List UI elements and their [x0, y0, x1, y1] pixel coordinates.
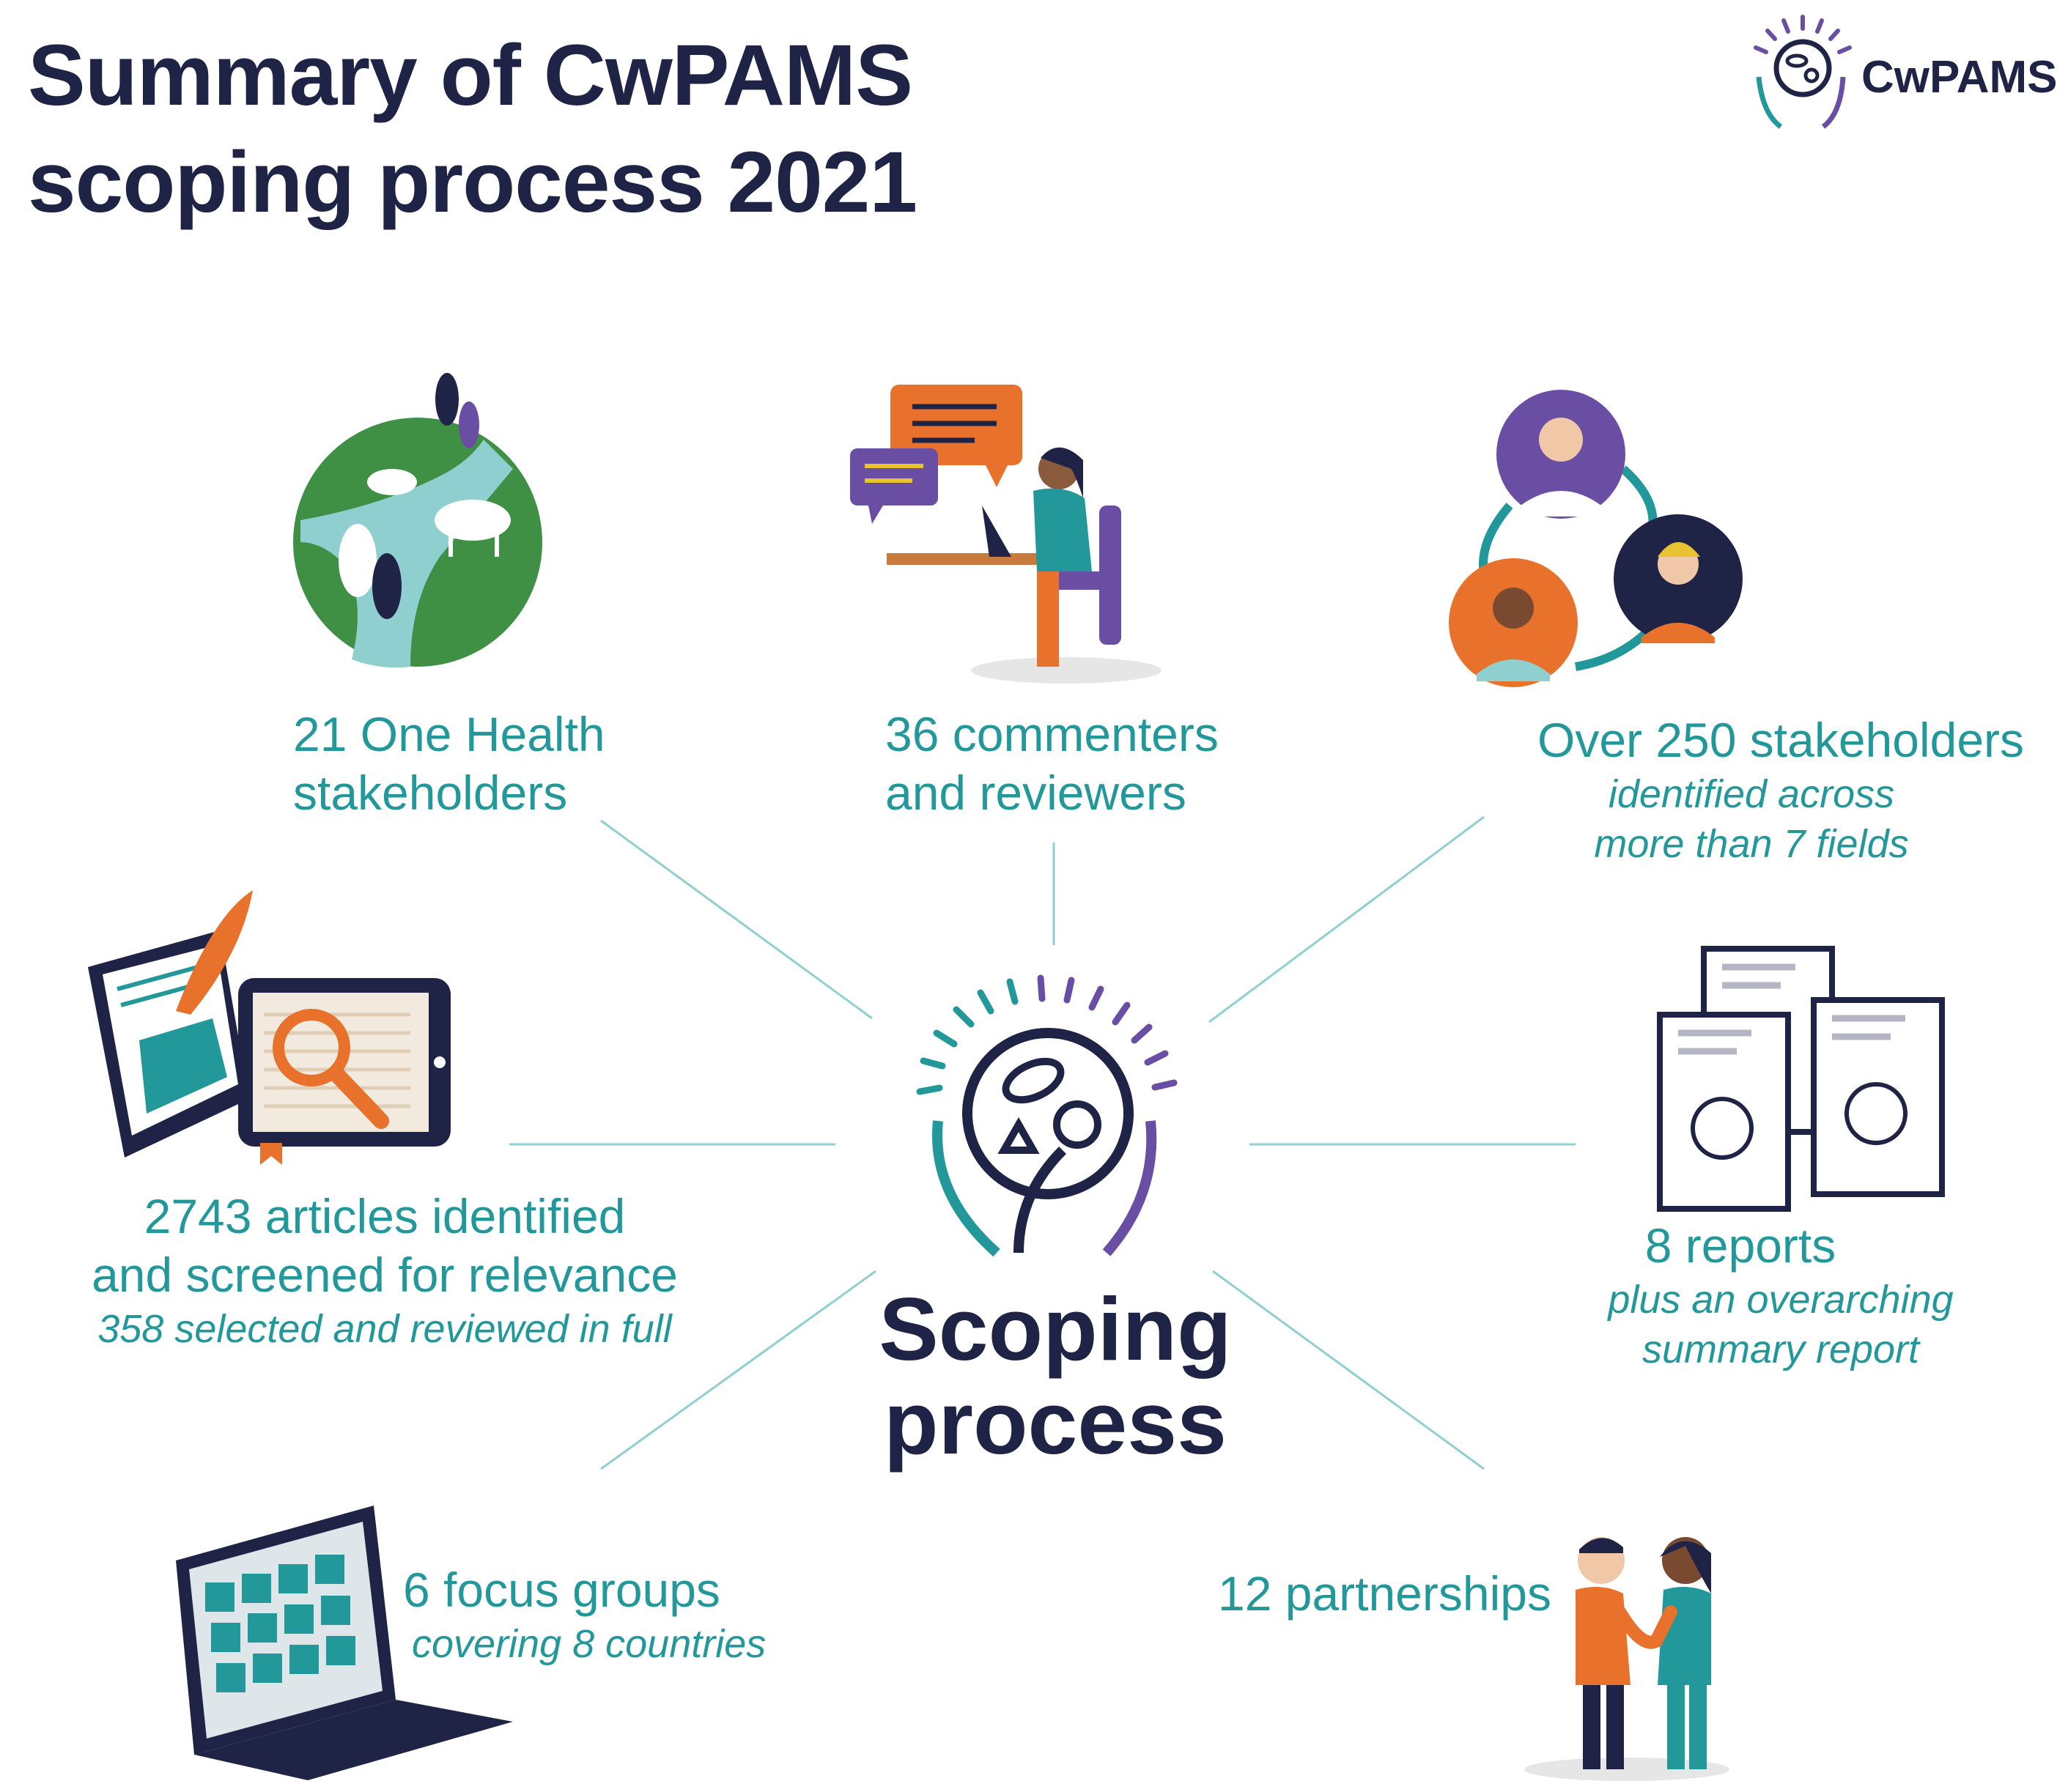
center-label-line-1: Scoping [879, 1279, 1232, 1379]
globe-icon [293, 373, 542, 668]
center-label: Scoping process [835, 1282, 1275, 1470]
stat-reports-sub-2: summary report [1641, 1328, 1920, 1371]
stat-partnerships-main: 12 partnerships [1218, 1566, 1551, 1621]
stat-articles-line-1: 2743 articles identified [144, 1189, 626, 1243]
stat-stakeholders: Over 250 stakeholders identified across … [1524, 711, 2037, 869]
stat-reports-sub-1: plus an overarching [1608, 1278, 1954, 1322]
stat-partnerships: 12 partnerships [1218, 1564, 1551, 1623]
stat-one-health-line-1: 21 One Health [293, 707, 605, 761]
connector-one-health [600, 819, 873, 1020]
stat-articles-sub: 358 selected and reviewed in full [97, 1307, 672, 1351]
logo-text: CwPAMS [1861, 52, 2057, 103]
stat-focus-groups-sub: covering 8 countries [412, 1622, 767, 1666]
handshake-icon [1524, 1537, 1729, 1781]
stat-focus-groups: 6 focus groups covering 8 countries [403, 1560, 766, 1669]
stat-articles-line-2: and screened for relevance [92, 1248, 678, 1302]
stat-reports-main: 8 reports [1644, 1218, 1836, 1273]
stat-stakeholders-sub-1: identified across [1608, 772, 1895, 816]
page-title: Summary of CwPAMS scoping process 2021 [28, 22, 917, 236]
stat-commenters-line-2: and reviewers [885, 766, 1186, 820]
stat-stakeholders-sub-2: more than 7 fields [1594, 822, 1909, 866]
title-line-1: Summary of CwPAMS [28, 27, 913, 124]
book-and-tablet-icon [88, 890, 451, 1165]
connector-stakeholders [1208, 815, 1485, 1023]
stat-stakeholders-main: Over 250 stakeholders [1537, 713, 2025, 767]
connector-focus-groups [600, 1270, 876, 1470]
stat-reports: 8 reports plus an overarching summary re… [1590, 1216, 1971, 1374]
commenter-at-laptop-icon [850, 385, 1162, 684]
connector-lines [509, 815, 1576, 1470]
scoping-emblem-icon [916, 974, 1178, 1257]
stakeholder-network-icon [1449, 390, 1743, 687]
stat-one-health: 21 One Health stakeholders [293, 705, 605, 822]
report-documents-icon [1657, 946, 1945, 1212]
stat-commenters-line-1: 36 commenters [885, 707, 1219, 761]
stat-one-health-line-2: stakeholders [293, 766, 568, 820]
stat-focus-groups-main: 6 focus groups [403, 1563, 720, 1617]
video-call-laptop-icon [176, 1506, 513, 1780]
connector-partnerships [1212, 1270, 1485, 1470]
stat-commenters: 36 commenters and reviewers [885, 705, 1219, 822]
cwpams-logo-icon [1754, 15, 1852, 129]
title-line-2: scoping process 2021 [28, 134, 917, 231]
stat-articles: 2743 articles identified and screened fo… [73, 1187, 696, 1354]
center-label-line-2: process [884, 1373, 1227, 1473]
